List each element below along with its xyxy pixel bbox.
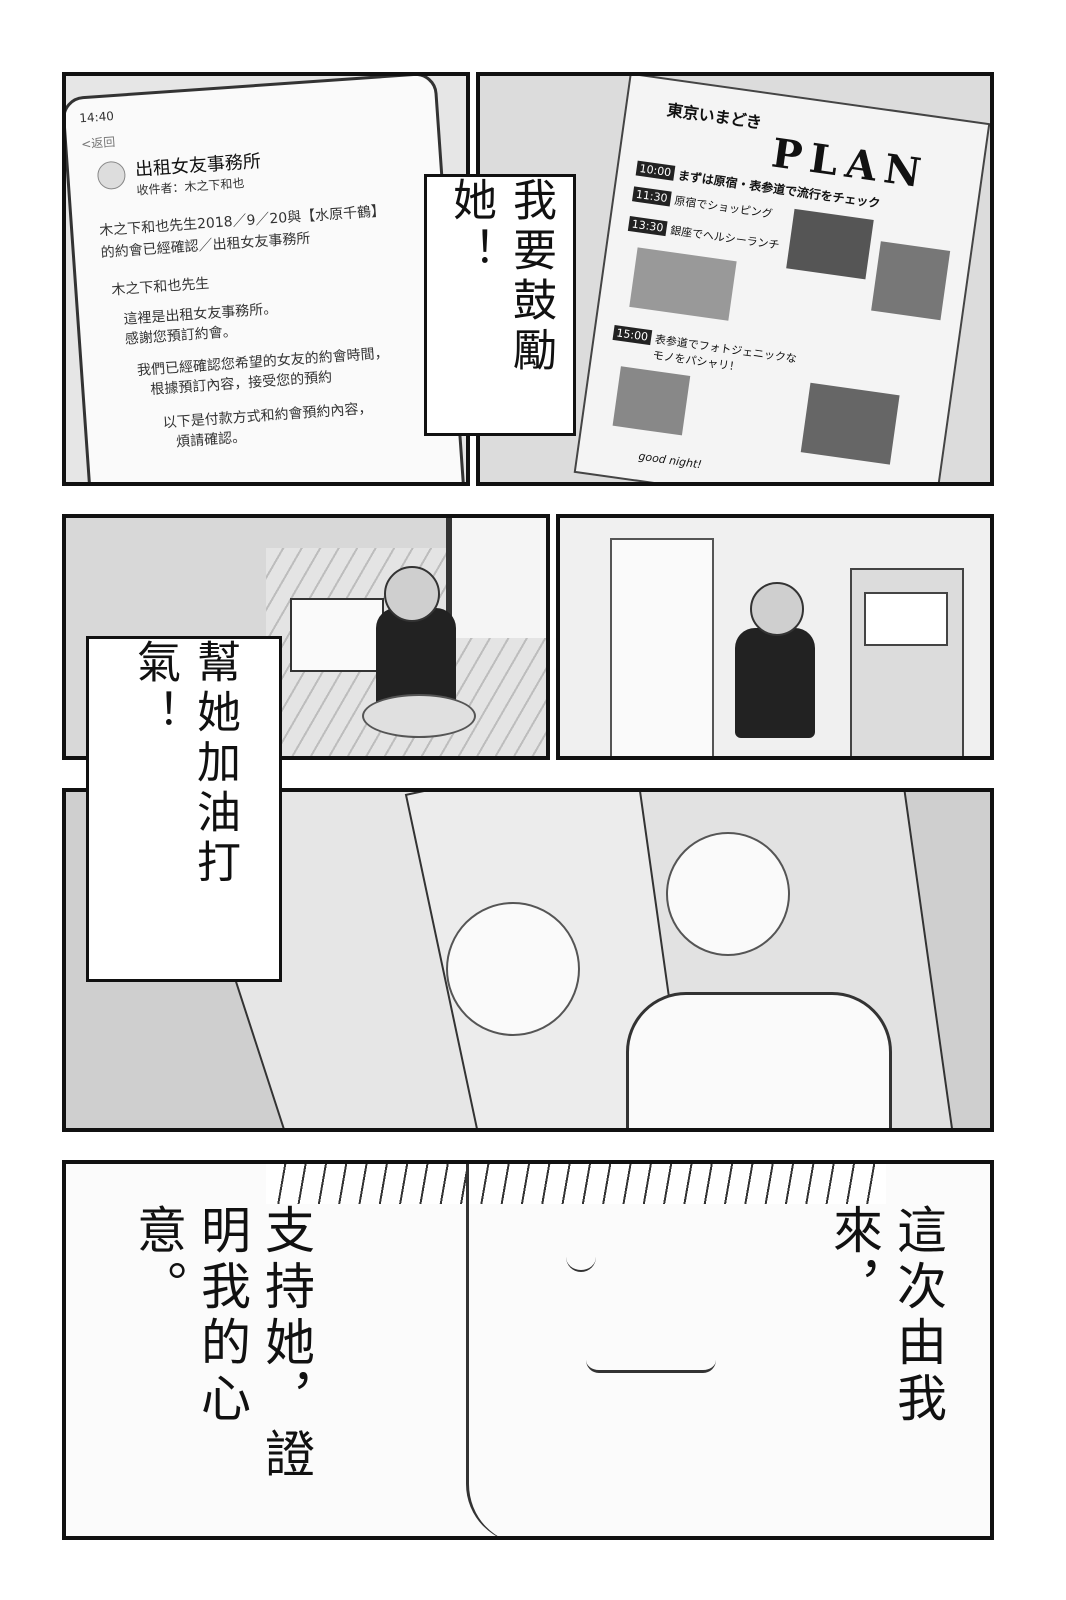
caption-encourage: 我要鼓勵她！: [445, 177, 556, 377]
photo-block: [800, 382, 900, 465]
photo-block: [871, 241, 951, 321]
magazine-page: 東京いまどき PLAN 10:00 まずは原宿・表参道で流行をチェック 11:3…: [573, 76, 990, 482]
phone-time: 14:40: [78, 109, 115, 126]
phone-line-3: 木之下和也先生: [110, 275, 210, 299]
door: [610, 538, 714, 756]
time-1: 10:00: [635, 160, 676, 181]
watermark-circle: [446, 902, 580, 1036]
panel-face: 這次由我來， 支持她，證明我的心意。: [62, 1160, 994, 1540]
right-dialogue: 這次由我來，: [825, 1204, 947, 1428]
phone-line-9: 煩請確認。: [175, 429, 247, 451]
panel-phone: 14:40 <返回 出租女友事務所 收件者：木之下和也 木之下和也先生2018／…: [62, 72, 470, 486]
sender-avatar-icon: [96, 160, 127, 191]
hair-fringe: [266, 1164, 886, 1204]
phone-line-8: 以下是付款方式和約會預約內容，: [162, 400, 373, 432]
low-table: [290, 598, 384, 672]
phone-back: <返回: [80, 134, 116, 152]
time-3: 13:30: [627, 216, 668, 237]
cushion: [362, 694, 476, 738]
magazine-heading: 東京いまどき: [665, 100, 764, 133]
time-2: 11:30: [632, 186, 672, 207]
character-back: [376, 608, 456, 708]
character-head: [384, 566, 440, 622]
left-dialogue: 支持她，證明我的心意。: [129, 1204, 315, 1484]
caption-cheer: 幫她加油打氣！: [129, 639, 240, 889]
time-4: 15:00: [612, 324, 652, 346]
atm-screen: [864, 592, 948, 646]
mag-item-5: good night!: [637, 449, 703, 472]
panel-banknotes: [62, 788, 994, 1132]
nose: [566, 1254, 596, 1272]
window-frame: [446, 518, 546, 638]
caption-box-cheer: 幫她加油打氣！: [86, 636, 282, 982]
caption-box-encourage: 我要鼓勵她！: [424, 174, 576, 436]
phone-device: 14:40 <返回 出租女友事務所 收件者：木之下和也 木之下和也先生2018／…: [66, 76, 466, 482]
photo-block: [612, 366, 691, 436]
character-back: [735, 628, 815, 738]
photo-block: [629, 247, 737, 321]
character-head: [750, 582, 804, 636]
panel-atm: [556, 514, 994, 760]
mouth: [586, 1360, 716, 1373]
watermark-circle: [666, 832, 790, 956]
photo-block: [786, 208, 874, 280]
face-outline: [466, 1164, 989, 1536]
hand: [626, 992, 892, 1128]
mag-item-3: 銀座でヘルシーランチ: [669, 223, 781, 253]
mag-item-2: 原宿でショッピング: [673, 194, 774, 221]
